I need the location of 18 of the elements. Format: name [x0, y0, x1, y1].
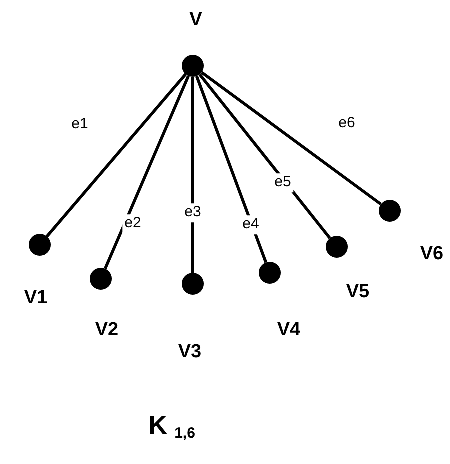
vertex-label: V2: [95, 320, 119, 340]
edge-line: [198, 74, 332, 240]
edge-label: e4: [240, 216, 262, 234]
edge-line: [192, 77, 194, 273]
edge-line: [200, 71, 382, 206]
vertex-label: V4: [277, 320, 301, 340]
edge-line: [104, 76, 190, 270]
vertex-label: V: [190, 10, 202, 30]
vertex-label: V5: [346, 282, 370, 302]
graph-caption: K $_{1,6}$: [148, 412, 196, 438]
vertex-label: V3: [178, 342, 202, 362]
edge-line: [46, 73, 187, 238]
vertex-label: V1: [24, 288, 48, 308]
edge-label: e5: [272, 174, 294, 192]
edge-label: e2: [122, 214, 144, 234]
edge-label: e3: [182, 204, 204, 222]
vertex-label: V6: [420, 244, 444, 264]
edge-line: [195, 76, 268, 264]
